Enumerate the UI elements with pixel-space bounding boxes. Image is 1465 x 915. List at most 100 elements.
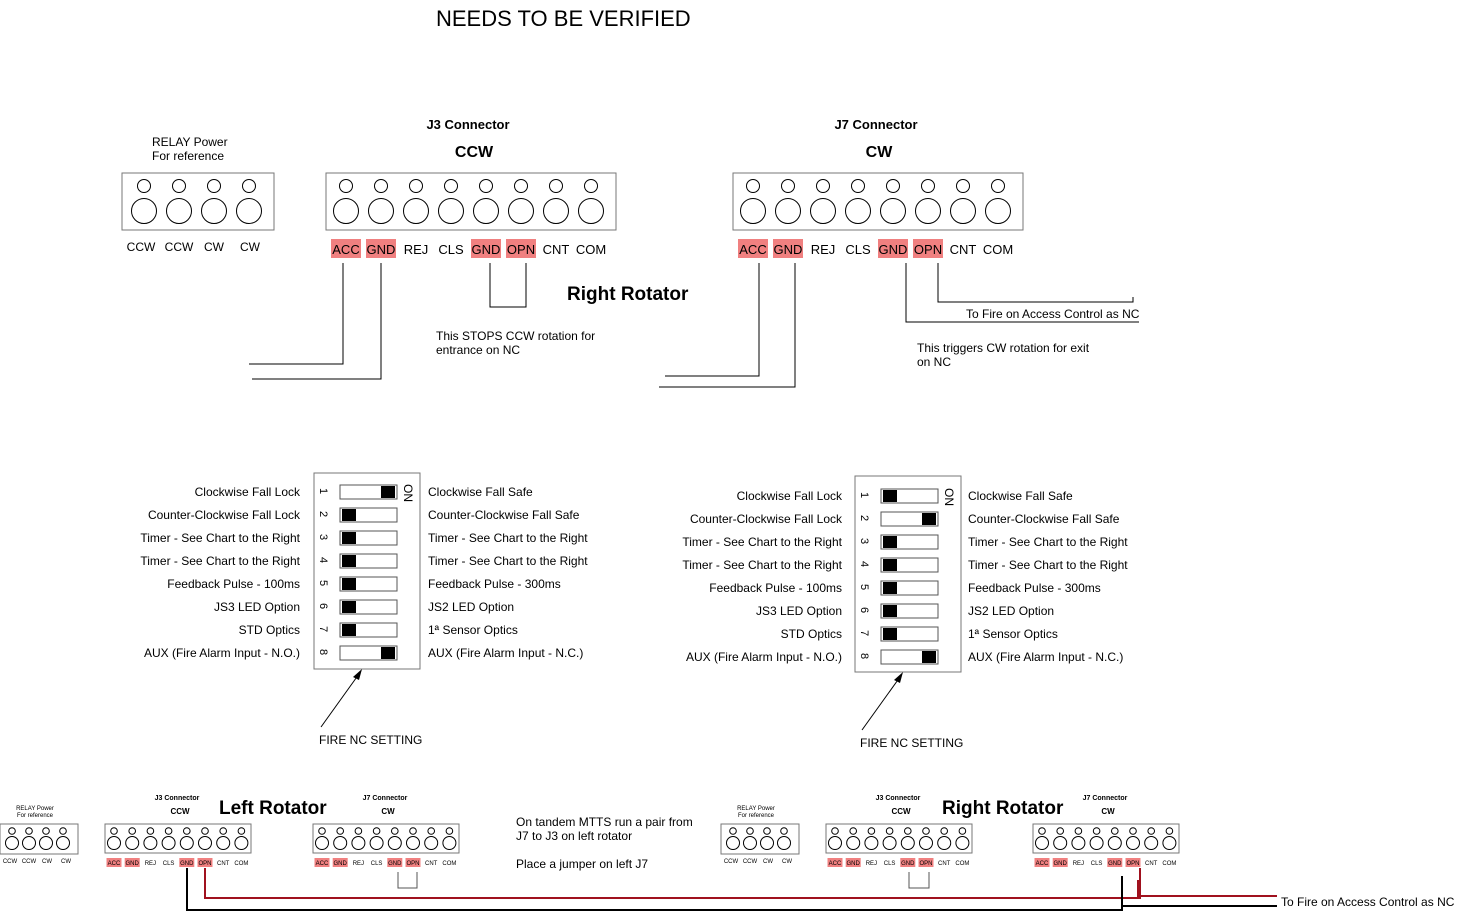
pin-hole-small [940, 827, 949, 835]
pin-hole-small [339, 179, 353, 193]
pin-label-cls: CLS [371, 861, 383, 867]
pin-hole-small [374, 179, 388, 193]
dip-switch-knob[interactable] [922, 651, 936, 663]
dip-switch-knob[interactable] [883, 628, 897, 640]
dip-switch-6[interactable] [880, 603, 939, 619]
dip-switch-knob[interactable] [342, 555, 356, 567]
pin-hole-small [172, 179, 186, 193]
pin-label-cls: CLS [438, 242, 464, 257]
relay-pin-label: CCW [743, 859, 758, 865]
dip-switch-knob[interactable] [922, 513, 936, 525]
dip-switch-knob[interactable] [883, 605, 897, 617]
pin-label-gnd: GND [774, 242, 803, 257]
pin-hole-small [444, 179, 458, 193]
pin-label-cnt: CNT [1145, 861, 1158, 867]
pin-highlight [738, 239, 768, 258]
dip-switch-number: 2 [858, 515, 870, 521]
pin-label-opn: OPN [914, 242, 942, 257]
pin-label-com: COM [983, 242, 1013, 257]
pin-hole-large [438, 198, 464, 224]
dip-switch-knob[interactable] [342, 601, 356, 613]
dip-off-label: Counter-Clockwise Fall Lock [690, 512, 843, 526]
pin-hole-small [921, 179, 935, 193]
pin-highlight [827, 858, 843, 867]
dip-on-option-label: Feedback Pulse - 300ms [968, 581, 1101, 595]
dip-switch-8[interactable] [880, 649, 939, 665]
dip-switch-5[interactable] [339, 576, 398, 592]
dip-switch-2[interactable] [339, 507, 398, 523]
pin-label-cnt: CNT [938, 861, 951, 867]
pin-hole-large [775, 198, 801, 224]
dip-off-label: Feedback Pulse - 100ms [167, 577, 300, 591]
pin-hole-small [201, 827, 209, 835]
dip-switch-8[interactable] [339, 645, 398, 661]
dip-switch-knob[interactable] [342, 532, 356, 544]
dip-off-label: Feedback Pulse - 100ms [709, 581, 842, 595]
pin-hole-large [864, 836, 879, 850]
relay-pin-label: CCW [724, 859, 739, 865]
pin-hole-large [406, 836, 420, 850]
pin-hole-large [424, 836, 439, 850]
dip-switch-knob[interactable] [883, 536, 897, 548]
dip-switch-knob[interactable] [381, 486, 395, 498]
dip-switch-knob[interactable] [342, 624, 356, 636]
pin-hole-large [1035, 836, 1049, 850]
dip-switch-7[interactable] [339, 622, 398, 638]
pin-hole-large [760, 836, 774, 850]
pin-label-gnd: GND [126, 861, 140, 867]
pin-hole-small [110, 827, 118, 835]
dip-switch-1[interactable] [880, 488, 939, 504]
pin-label-rej: REJ [404, 242, 429, 257]
pin-hole-small [1092, 827, 1101, 835]
dip-switch-number: 3 [317, 534, 329, 540]
dip-switch-3[interactable] [339, 530, 398, 546]
j3-connector-body [325, 172, 617, 231]
pin-hole-small [958, 827, 967, 835]
dip-switch-knob[interactable] [342, 509, 356, 521]
tandem-note-line2: J7 to J3 on left rotator [516, 829, 632, 843]
dip-switch-knob[interactable] [381, 647, 395, 659]
pin-hole-small [780, 827, 788, 835]
dip-switch-number: 4 [858, 561, 870, 567]
pin-label-rej: REJ [353, 861, 364, 867]
dip-switch-4[interactable] [339, 553, 398, 569]
relay-pin-label: CW [61, 859, 71, 865]
dip-on-option-label: JS2 LED Option [968, 604, 1054, 618]
pin-hole-small [25, 827, 33, 835]
pin-label-gnd: GND [388, 861, 402, 867]
dip-switch-7[interactable] [880, 626, 939, 642]
dip-switch-2[interactable] [880, 511, 939, 527]
pin-hole-small [763, 827, 771, 835]
dip-switch-4[interactable] [880, 557, 939, 573]
dip-switch-number: 7 [858, 630, 870, 636]
dip-switch-knob[interactable] [883, 559, 897, 571]
j7-fire-label: To Fire on Access Control as NC [966, 307, 1140, 321]
dip-switch-3[interactable] [880, 534, 939, 550]
dip-switch-knob[interactable] [342, 578, 356, 590]
pin-hole-large [726, 836, 740, 850]
pin-hole-small [427, 827, 436, 835]
j3-subtitle: CCW [455, 144, 494, 161]
pin-label-cls: CLS [163, 861, 175, 867]
dip-switch-6[interactable] [339, 599, 398, 615]
pin-hole-large [1162, 836, 1177, 850]
pin-hole-large [166, 198, 192, 224]
dip-switch-1[interactable] [339, 484, 398, 500]
pin-label-gnd: GND [1054, 861, 1068, 867]
pin-hole-small [867, 827, 876, 835]
dip-on-label: ON [942, 488, 956, 506]
dip-switch-knob[interactable] [883, 582, 897, 594]
pin-label-opn: OPN [507, 242, 535, 257]
pin-hole-small [318, 827, 326, 835]
dip-switch-number: 4 [317, 557, 329, 563]
dip-switch-number: 1 [858, 492, 870, 498]
dip-switch-knob[interactable] [883, 490, 897, 502]
dip-switch-5[interactable] [880, 580, 939, 596]
pin-label-gnd: GND [334, 861, 348, 867]
tandem-left-j3-subtitle: CCW [170, 807, 190, 816]
pin-label-rej: REJ [145, 861, 156, 867]
pin-hole-large [955, 836, 970, 850]
pin-hole-small [409, 827, 417, 835]
pin-hole-small [42, 827, 50, 835]
